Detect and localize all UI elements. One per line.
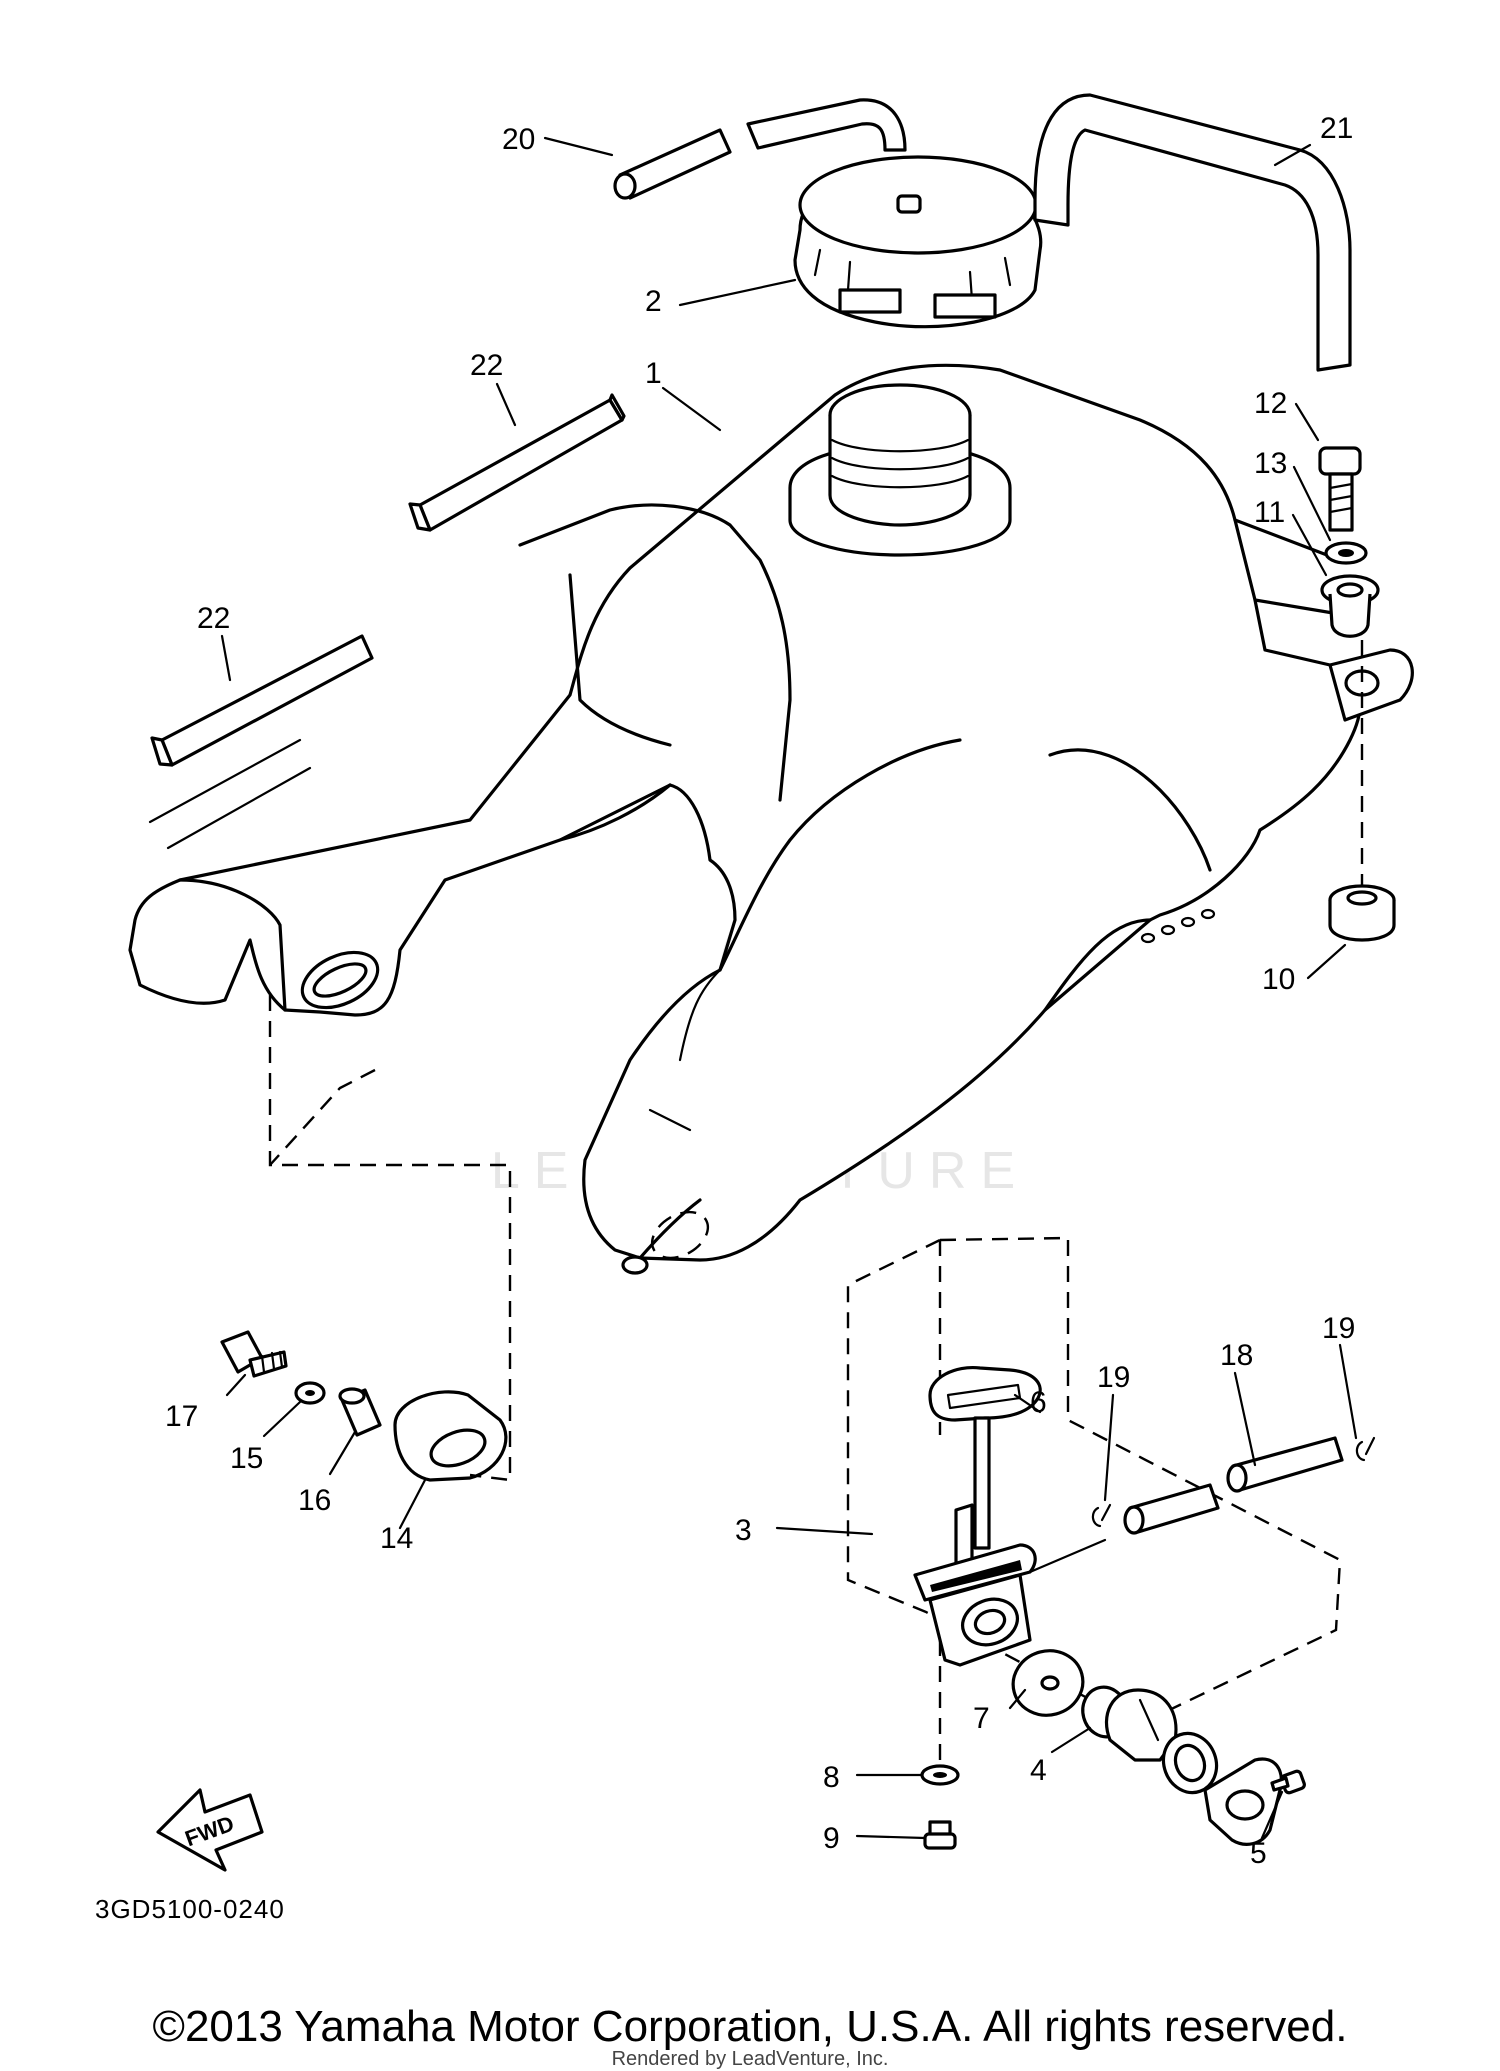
seal-ring <box>1161 1731 1219 1795</box>
callout-13: 13 <box>1254 447 1287 480</box>
callout-4: 4 <box>1030 1754 1047 1787</box>
fuel-tank-1 <box>128 363 1414 1275</box>
fuel-cock-body <box>913 1416 1107 1667</box>
washer-15 <box>294 1381 326 1405</box>
washer-13 <box>1324 541 1368 565</box>
callout-5: 5 <box>1250 1837 1267 1870</box>
callout-22-lower: 22 <box>197 602 230 635</box>
callout-10: 10 <box>1262 963 1295 996</box>
fwd-arrow-icon: FWD <box>156 1788 264 1872</box>
bolt-12 <box>1318 446 1362 532</box>
callout-7: 7 <box>973 1702 990 1735</box>
diaphragm-7 <box>1011 1649 1085 1717</box>
callout-1: 1 <box>645 357 662 390</box>
screw-9 <box>923 1820 957 1850</box>
leader-lines <box>220 136 1358 1840</box>
callout-8: 8 <box>823 1761 840 1794</box>
pad-22-upper <box>408 393 626 532</box>
clamp-19b <box>1355 1436 1376 1462</box>
clamp-19a <box>1091 1503 1112 1528</box>
collar-11 <box>1320 574 1380 638</box>
callout-19-left: 19 <box>1097 1361 1130 1394</box>
callout-20: 20 <box>502 123 535 156</box>
cover-plate <box>1203 1757 1283 1846</box>
callout-16: 16 <box>298 1484 331 1517</box>
callout-9: 9 <box>823 1822 840 1855</box>
collar-16 <box>338 1387 382 1437</box>
washer-8 <box>920 1764 960 1786</box>
copyright-notice: ©2013 Yamaha Motor Corporation, U.S.A. A… <box>152 2002 1348 2051</box>
rubber-14 <box>393 1390 508 1482</box>
callout-22-upper: 22 <box>470 349 503 382</box>
screw-5 <box>1270 1769 1306 1795</box>
callout-11: 11 <box>1254 496 1285 529</box>
callout-12: 12 <box>1254 387 1287 420</box>
hose-20 <box>613 98 907 200</box>
hose-18 <box>1123 1436 1344 1535</box>
callout-21: 21 <box>1320 112 1353 145</box>
rendered-by: Rendered by LeadVenture, Inc. <box>611 2048 889 2070</box>
callout-19-right: 19 <box>1322 1312 1355 1345</box>
grommet-10 <box>1328 884 1396 942</box>
bolt-17 <box>220 1330 288 1378</box>
callout-6: 6 <box>1030 1386 1047 1419</box>
callout-18: 18 <box>1220 1339 1253 1372</box>
pad-22-lower <box>148 634 374 850</box>
callout-2: 2 <box>645 285 662 318</box>
callout-numbers: 20 2 21 1 22 22 12 13 11 10 17 15 16 14 … <box>165 112 1355 1870</box>
diagram-code: 3GD5100-0240 <box>95 1894 285 1924</box>
tank-guard-21 <box>1033 93 1352 372</box>
callout-15: 15 <box>230 1442 263 1475</box>
fuel-cap-2 <box>793 155 1043 329</box>
gasket-6 <box>928 1365 1042 1422</box>
callout-3: 3 <box>735 1514 752 1547</box>
callout-14: 14 <box>380 1522 413 1555</box>
callout-17: 17 <box>165 1400 198 1433</box>
